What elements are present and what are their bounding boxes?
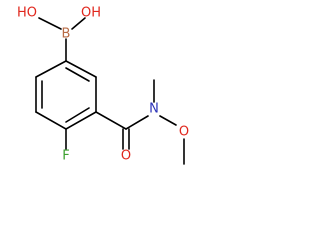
n-o-bond bbox=[159, 115, 177, 126]
methoxy-oxygen-label: O bbox=[179, 125, 189, 140]
c-n-bond bbox=[125, 115, 149, 130]
hydroxyl-right-label: OH bbox=[81, 6, 101, 21]
carbonyl-oxygen-label: O bbox=[121, 149, 131, 164]
molecule-structure: B HO OH F O N O bbox=[17, 6, 189, 165]
boron-atom-label: B bbox=[62, 27, 71, 42]
b-o-bond bbox=[38, 17, 62, 30]
b-o-bond bbox=[71, 17, 86, 30]
ring-bond bbox=[35, 111, 67, 130]
c-c-amide-bond bbox=[95, 111, 127, 130]
structure-canvas: B HO OH F O N O bbox=[17, 6, 189, 165]
ring-bond bbox=[35, 60, 67, 78]
fluorine-atom-label: F bbox=[62, 149, 69, 164]
ring-double-bond bbox=[65, 67, 90, 82]
ring-double-bond bbox=[65, 107, 90, 123]
ring-bond bbox=[65, 111, 97, 130]
ring-bond bbox=[65, 60, 97, 78]
hydroxyl-left-label: HO bbox=[17, 6, 37, 21]
nitrogen-atom-label: N bbox=[149, 102, 159, 117]
